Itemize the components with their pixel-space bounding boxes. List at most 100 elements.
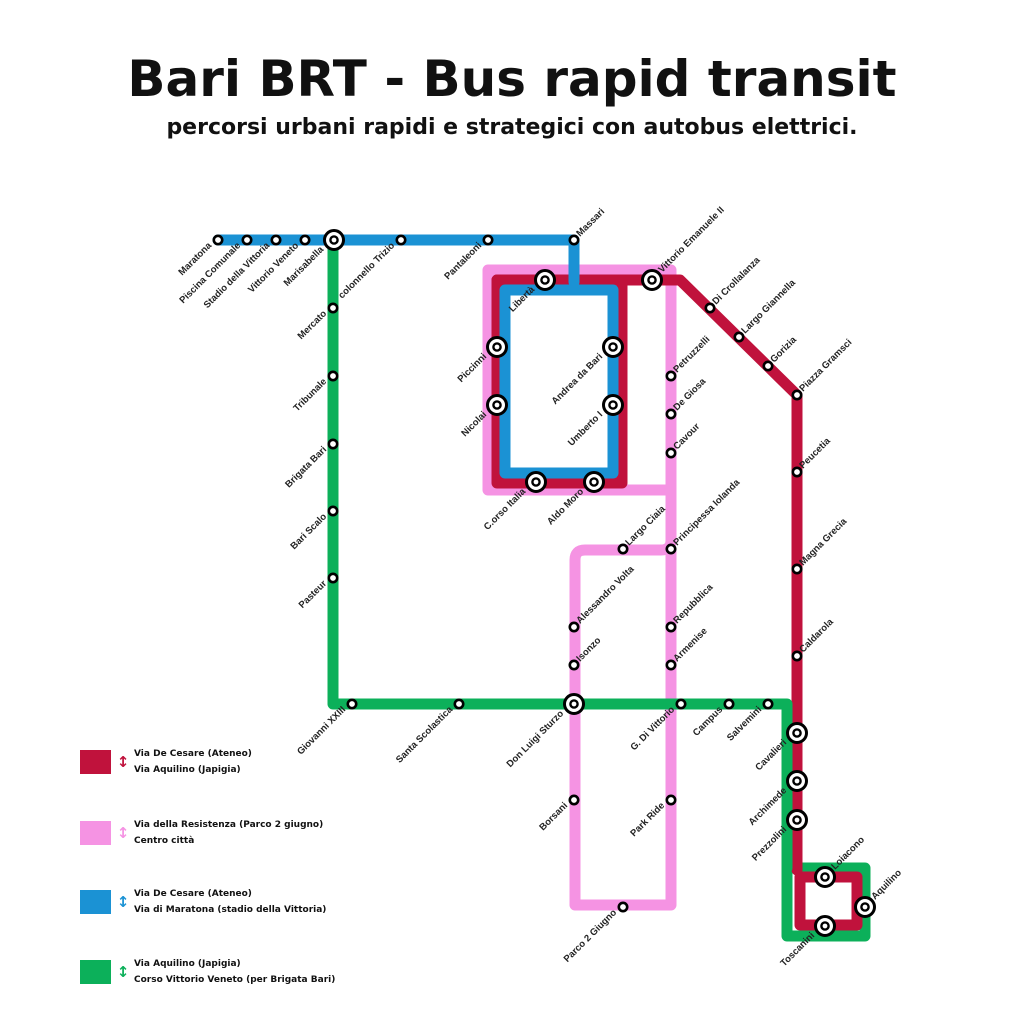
bidirectional-arrow-icon: ↕ (116, 893, 130, 911)
interchange-inner-ring (492, 400, 502, 410)
station-label: Petruzzelli (671, 334, 712, 375)
legend-green-line: ↕ Via Aquilino (Japigia)Corso Vittorio V… (80, 956, 335, 988)
interchange-inner-ring (589, 477, 599, 487)
station-label: Di Crollalanza (710, 254, 763, 307)
station-label: Magna Grecia (797, 516, 849, 568)
station-marker (665, 621, 677, 633)
station-label: Brigata Bari (283, 444, 329, 490)
station[interactable]: Massari (568, 206, 607, 246)
red-line-terminus-loop (794, 871, 863, 931)
interchange-inner-ring (492, 342, 502, 352)
station-label: Park Ride (628, 800, 667, 839)
station-marker (665, 659, 677, 671)
station[interactable]: Piazza Gramsci (791, 337, 855, 401)
legend-line2: Via Aquilino (Japigia) (134, 765, 241, 775)
station-label: Repubblica (671, 582, 715, 626)
station-marker (762, 360, 774, 372)
station-marker (568, 234, 580, 246)
legend-red-line: ↕ Via De Cesare (Ateneo) Via Aquilino (Ja… (80, 746, 252, 778)
station-marker (665, 447, 677, 459)
station-marker (791, 650, 803, 662)
station-label: Peucetia (797, 435, 833, 471)
red-line-main (491, 274, 803, 876)
station[interactable]: Di Crollalanza (704, 254, 763, 314)
station[interactable]: Vittorio Emanuele II (641, 205, 727, 291)
green-line-terminus (781, 862, 871, 942)
page-title: Bari BRT - Bus rapid transit (127, 50, 897, 108)
station-label: colonnello Trizio (336, 240, 397, 301)
station-marker (212, 234, 224, 246)
blue-line-loop (499, 284, 619, 479)
station[interactable]: Principessa Iolanda (665, 477, 743, 555)
station-marker (346, 698, 358, 710)
station-label: Largo Giannella (739, 277, 798, 336)
station-label: Bari Scalo (288, 511, 329, 552)
station-marker (665, 794, 677, 806)
interchange-inner-ring (647, 275, 657, 285)
station[interactable]: colonnello Trizio (336, 234, 407, 301)
interchange-inner-ring (820, 872, 830, 882)
station-marker (327, 302, 339, 314)
interchange-inner-ring (792, 776, 802, 786)
station-marker (791, 389, 803, 401)
station-marker (762, 698, 774, 710)
station[interactable]: Largo Giannella (733, 277, 799, 343)
interchange-inner-ring (792, 728, 802, 738)
interchange-inner-ring (608, 400, 618, 410)
page-subtitle: percorsi urbani rapidi e strategici con … (166, 115, 858, 140)
station-marker (617, 543, 629, 555)
station-label: Don Luigi Sturzo (505, 708, 567, 770)
station-label: Andrea da Bari (550, 351, 606, 407)
station-marker (482, 234, 494, 246)
station-label: Mercato (296, 308, 330, 342)
station-label: Tribunale (291, 376, 329, 414)
legend-pink-line: ↕ Via della Resistenza (Parco 2 giugno)C… (80, 817, 323, 849)
station[interactable]: Santa Scolastica (394, 698, 465, 766)
station-marker (327, 572, 339, 584)
station-marker (791, 466, 803, 478)
station[interactable]: Parco 2 Giugno (562, 901, 629, 965)
station-marker (568, 621, 580, 633)
station-label: Giovanni XXIII (295, 704, 348, 757)
station-label: Salvemini (725, 704, 764, 743)
legend-line1: Via della Resistenza (Parco 2 giugno) (134, 820, 324, 830)
station-label: Principessa Iolanda (671, 477, 742, 548)
station-label: Caldarola (797, 616, 836, 655)
station-label: Gorizia (768, 334, 799, 365)
legend-line1: Via Aquilino (Japigia) (134, 959, 241, 969)
station-marker (568, 659, 580, 671)
legend-line1: Via De Cesare (Ateneo) (134, 749, 252, 759)
station-label: Armenise (671, 626, 709, 664)
station-marker (327, 438, 339, 450)
interchange-inner-ring (531, 477, 541, 487)
legend-line2: Centro città (134, 836, 195, 846)
station-marker (675, 698, 687, 710)
legend-blue-line: ↕ Via De Cesare (Ateneo) Via di Maratona … (80, 886, 326, 918)
legend-line2: Via di Maratona (stadio della Vittoria) (134, 905, 327, 915)
station-label: Alessandro Volta (574, 563, 637, 626)
station-marker (270, 234, 282, 246)
legend-swatch-blue (80, 890, 111, 914)
station-marker (617, 901, 629, 913)
station-label: Borsani (537, 800, 570, 833)
station-marker (704, 302, 716, 314)
bidirectional-arrow-icon: ↕ (116, 753, 130, 771)
station-marker (791, 563, 803, 575)
interchange-inner-ring (820, 921, 830, 931)
interchange-inner-ring (608, 342, 618, 352)
station-label: Pasteur (297, 578, 330, 611)
interchange-inner-ring (860, 902, 870, 912)
legend-line1: Via De Cesare (Ateneo) (134, 889, 252, 899)
station-marker (733, 331, 745, 343)
station-marker (568, 794, 580, 806)
station-marker (241, 234, 253, 246)
station-label: Vittorio Emanuele II (656, 205, 726, 275)
station-marker (665, 370, 677, 382)
green-line-main (327, 234, 793, 874)
station-label: Vittorio Veneto (246, 240, 301, 295)
station-label: De Giosa (671, 376, 708, 413)
station-label: Parco 2 Giugno (562, 907, 620, 965)
station-label: Santa Scolastica (394, 704, 456, 766)
station[interactable]: Gorizia (762, 334, 800, 372)
